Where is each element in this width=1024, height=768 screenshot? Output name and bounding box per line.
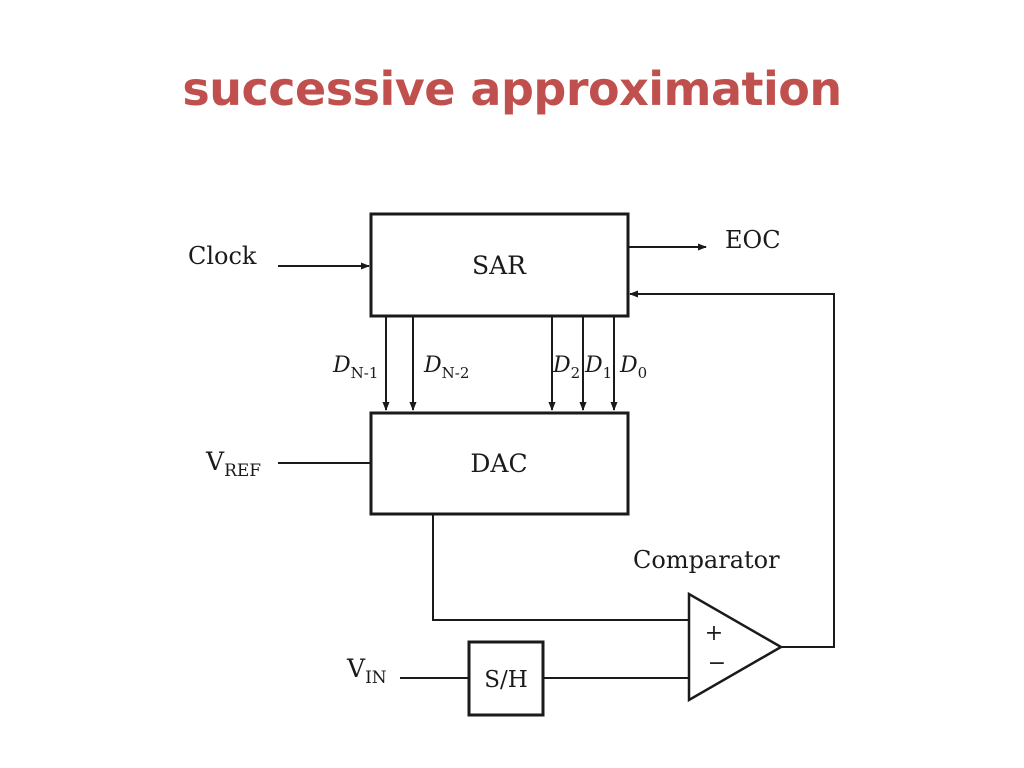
bit-label-base: D <box>332 353 351 378</box>
clock-label: Clock <box>188 242 257 270</box>
dac-label: DAC <box>470 449 527 478</box>
bit-label-base: D <box>619 353 638 378</box>
vin-base: V <box>346 654 366 683</box>
sar-block <box>369 212 630 318</box>
vref-label: VREF <box>205 447 261 481</box>
bit-label-sub: N-1 <box>351 364 379 382</box>
bit-label-base: D <box>423 353 442 378</box>
bit-label-dn-1: DN-1 <box>332 353 378 382</box>
comparator-minus-sign: − <box>708 651 726 676</box>
sar-label: SAR <box>472 251 527 280</box>
comparator-plus-sign: + <box>705 621 723 646</box>
slide-title: successive approximation <box>182 62 842 116</box>
bit-label-d0: D0 <box>619 353 647 382</box>
bit-label-sub: N-2 <box>442 364 470 382</box>
comparator-label: Comparator <box>633 546 780 574</box>
eoc-label: EOC <box>725 226 781 254</box>
comparator-feedback-wire <box>629 290 835 648</box>
bit-label-base: D <box>552 353 571 378</box>
bit-label-sub: 2 <box>571 364 581 382</box>
vin-sub: IN <box>365 668 387 688</box>
vin-label: VIN <box>346 654 387 688</box>
bit-label-base: D <box>584 353 603 378</box>
bit-label-dn-2: DN-2 <box>423 353 469 382</box>
bit-label-d2: D2 <box>552 353 580 382</box>
bit-label-sub: 0 <box>638 364 648 382</box>
dac-output-wire <box>432 514 689 621</box>
comparator-symbol <box>687 591 784 703</box>
bit-label-d1: D1 <box>584 353 612 382</box>
vref-base: V <box>205 447 225 476</box>
bit-label-sub: 1 <box>603 364 613 382</box>
vref-sub: REF <box>224 461 261 481</box>
sample-hold-label: S/H <box>484 667 528 693</box>
